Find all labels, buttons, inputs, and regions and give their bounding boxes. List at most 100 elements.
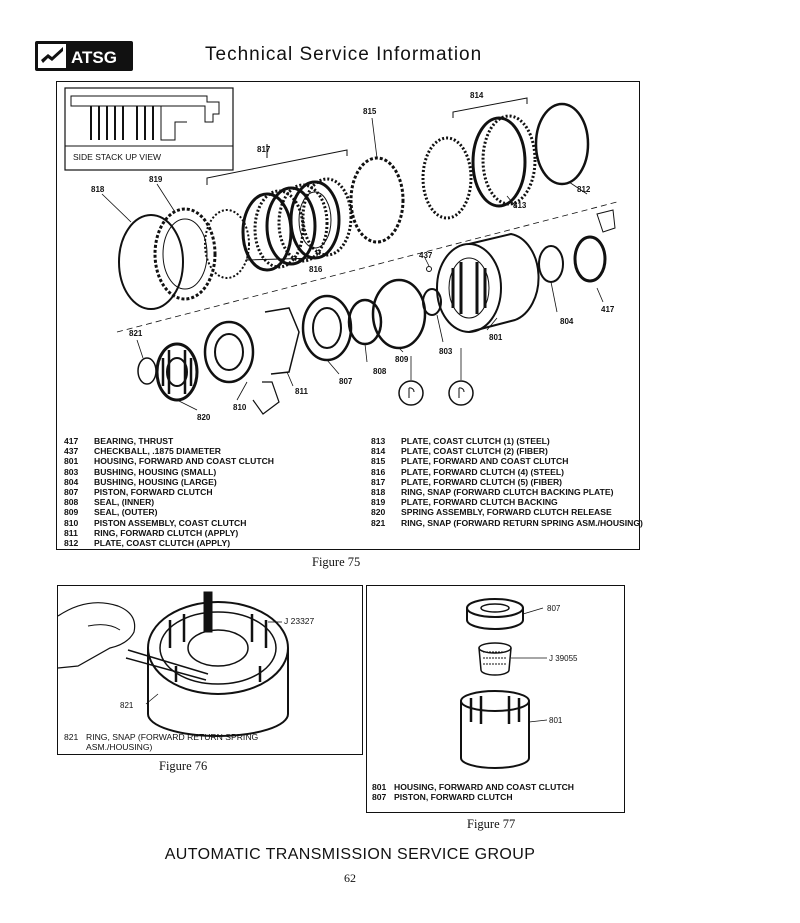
legend-text: BEARING, THRUST bbox=[94, 436, 174, 446]
legend-text: PISTON, FORWARD CLUTCH bbox=[94, 487, 213, 498]
callout-812: 812 bbox=[577, 185, 591, 194]
part-807 bbox=[301, 294, 353, 362]
part-801 bbox=[436, 232, 540, 333]
legend-text: BUSHING, HOUSING (SMALL) bbox=[94, 466, 217, 477]
legend-row: 814 PLATE, COAST CLUTCH (2) (FIBER) bbox=[371, 446, 643, 456]
callout-816: 816 bbox=[309, 265, 323, 274]
legend-text: PLATE, FORWARD CLUTCH (5) (FIBER) bbox=[401, 476, 563, 487]
legend-text: SEAL, (INNER) bbox=[94, 497, 155, 508]
legend-row: 820 SPRING ASSEMBLY, FORWARD CLUTCH RELEA… bbox=[371, 507, 643, 517]
legend-text: PLATE, COAST CLUTCH (2) (FIBER) bbox=[401, 446, 548, 457]
legend-num: 417 bbox=[64, 436, 79, 446]
legend-num: 821 bbox=[64, 732, 79, 742]
legend-num: 820 bbox=[371, 507, 386, 518]
legend-text: SPRING ASSEMBLY, FORWARD CLUTCH RELEASE bbox=[401, 507, 612, 518]
legend-row: 417 BEARING, THRUST bbox=[64, 436, 274, 446]
part-813-814 bbox=[421, 114, 537, 220]
legend-num: 804 bbox=[64, 476, 79, 487]
atsg-logo: ATSG bbox=[34, 40, 134, 72]
legend-num: 811 bbox=[64, 527, 78, 538]
callout-807: 807 bbox=[339, 377, 353, 386]
legend-num: 809 bbox=[64, 507, 79, 518]
legend-row: 807 PISTON, FORWARD CLUTCH bbox=[64, 487, 274, 497]
part-437 bbox=[426, 266, 432, 272]
tool-label-j23327: J 23327 bbox=[284, 616, 315, 626]
callout-811: 811 bbox=[295, 387, 308, 396]
part-818 bbox=[118, 214, 184, 310]
axis-line bbox=[116, 201, 618, 333]
legend-text: PLATE, FORWARD AND COAST CLUTCH bbox=[401, 456, 569, 467]
callout-813: 813 bbox=[513, 201, 527, 210]
legend-num: 437 bbox=[64, 446, 79, 457]
legend-row: 811 RING, FORWARD CLUTCH (APPLY) bbox=[64, 528, 274, 538]
legend-text: SEAL, (OUTER) bbox=[94, 507, 158, 518]
legend-num: 801 bbox=[64, 456, 79, 467]
legend-num: 808 bbox=[64, 497, 79, 508]
tool-label-j39055: J 39055 bbox=[549, 654, 578, 663]
legend-text: PLATE, COAST CLUTCH (1) (STEEL) bbox=[401, 436, 550, 446]
legend-row: 808 SEAL, (INNER) bbox=[64, 497, 274, 507]
figure-76-diagram: J 23327 821 bbox=[58, 591, 315, 737]
callout-821: 821 bbox=[129, 329, 143, 338]
seal-detail-inner bbox=[398, 380, 424, 406]
legend-row: 819 PLATE, FORWARD CLUTCH BACKING bbox=[371, 497, 643, 507]
part-821 bbox=[137, 357, 157, 385]
legend-num: 812 bbox=[64, 538, 79, 549]
figure-75-box: SIDE STACK UP VIEW bbox=[56, 81, 643, 550]
part-811 bbox=[264, 307, 300, 375]
legend-num: 810 bbox=[64, 517, 79, 528]
side-view-label: SIDE STACK UP VIEW bbox=[73, 152, 161, 162]
part-804 bbox=[538, 245, 564, 283]
page-number: 62 bbox=[344, 871, 356, 885]
legend-num: 803 bbox=[64, 466, 79, 477]
figure-77-caption: Figure 77 bbox=[467, 817, 516, 831]
callout-804: 804 bbox=[560, 317, 574, 326]
legend-text: RING, SNAP (FORWARD RETURN SPRING ASM./H… bbox=[401, 517, 643, 528]
callout-801: 801 bbox=[489, 333, 503, 342]
part-817-816-stack bbox=[204, 177, 353, 279]
part-417 bbox=[573, 235, 607, 283]
callout-815: 815 bbox=[363, 107, 377, 116]
part-label-807: 807 bbox=[547, 604, 561, 613]
legend-num: 807 bbox=[64, 487, 79, 498]
legend-row: 803 BUSHING, HOUSING (SMALL) bbox=[64, 467, 274, 477]
callout-417: 417 bbox=[601, 305, 615, 314]
part-810 bbox=[203, 320, 280, 415]
part-812 bbox=[534, 102, 590, 186]
legend-num: 813 bbox=[371, 436, 386, 446]
logo-text: ATSG bbox=[71, 48, 117, 67]
legend-num: 816 bbox=[371, 466, 386, 477]
legend-text: RING, FORWARD CLUTCH (APPLY) bbox=[94, 527, 239, 538]
callout-817: 817 bbox=[257, 145, 271, 154]
callout-818: 818 bbox=[91, 185, 105, 194]
legend-text: PLATE, FORWARD CLUTCH BACKING bbox=[401, 497, 558, 508]
legend-row: 809 SEAL, (OUTER) bbox=[64, 507, 274, 517]
legend-text: RING, SNAP (FORWARD RETURN SPRING bbox=[86, 732, 259, 742]
figure-76-box: J 23327 821 821 RING, SNAP (FORWARD RETUR… bbox=[57, 585, 363, 755]
side-stack-view: SIDE STACK UP VIEW bbox=[64, 87, 234, 171]
callout-437: 437 bbox=[419, 251, 433, 260]
legend-text: HOUSING, FORWARD AND COAST CLUTCH bbox=[394, 782, 574, 792]
legend-num: 814 bbox=[371, 446, 386, 457]
legend-num: 819 bbox=[371, 497, 386, 508]
callout-809: 809 bbox=[395, 355, 409, 364]
legend-num: 821 bbox=[371, 517, 386, 528]
legend-num: 815 bbox=[371, 456, 386, 467]
page-title: Technical Service Information bbox=[205, 44, 483, 65]
figure-75-caption: Figure 75 bbox=[312, 555, 361, 569]
part-808 bbox=[347, 298, 383, 346]
legend-row: 804 BUSHING, HOUSING (LARGE) bbox=[64, 477, 274, 487]
footer-org: AUTOMATIC TRANSMISSION SERVICE GROUP bbox=[164, 846, 536, 863]
legend-text: BUSHING, HOUSING (LARGE) bbox=[94, 476, 217, 487]
part-820 bbox=[155, 342, 199, 402]
